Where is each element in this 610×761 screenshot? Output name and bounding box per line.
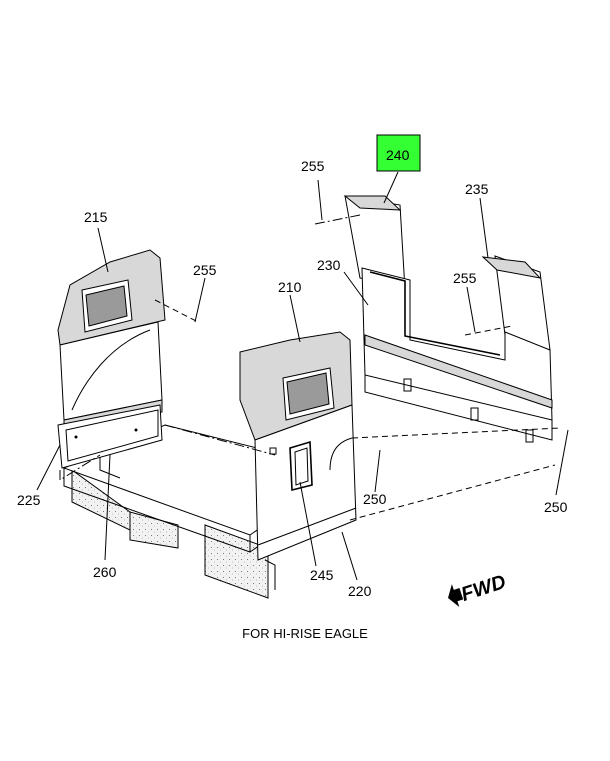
callout-230[interactable]: 230 bbox=[317, 257, 341, 273]
callout-225[interactable]: 225 bbox=[17, 492, 41, 508]
left-panel-assembly bbox=[57, 249, 166, 469]
callout-labels: 215 255 210 240 255 235 230 255 225 260 … bbox=[17, 134, 568, 599]
callout-235[interactable]: 235 bbox=[465, 181, 489, 197]
callout-220[interactable]: 220 bbox=[348, 583, 372, 599]
callout-260[interactable]: 260 bbox=[93, 564, 117, 580]
fwd-arrow-icon bbox=[448, 584, 464, 607]
diagram-caption: FOR HI-RISE EAGLE bbox=[242, 626, 368, 641]
callout-255[interactable]: 255 bbox=[301, 158, 325, 174]
callout-250[interactable]: 250 bbox=[544, 499, 568, 515]
callout-255[interactable]: 255 bbox=[453, 270, 477, 286]
callout-215[interactable]: 215 bbox=[84, 209, 108, 225]
callout-240-highlight bbox=[376, 134, 421, 172]
callout-250[interactable]: 250 bbox=[363, 491, 387, 507]
back-wall-assembly bbox=[343, 195, 553, 443]
callout-240[interactable]: 240 bbox=[386, 147, 410, 163]
callout-255[interactable]: 255 bbox=[193, 262, 217, 278]
callout-210[interactable]: 210 bbox=[278, 279, 302, 295]
fwd-label: FWD bbox=[459, 571, 509, 606]
callout-245[interactable]: 245 bbox=[310, 567, 334, 583]
leader-lines bbox=[36, 171, 569, 581]
reference-lines bbox=[59, 214, 561, 521]
center-panel-assembly bbox=[239, 331, 357, 561]
fwd-direction-indicator: FWD bbox=[448, 571, 509, 607]
